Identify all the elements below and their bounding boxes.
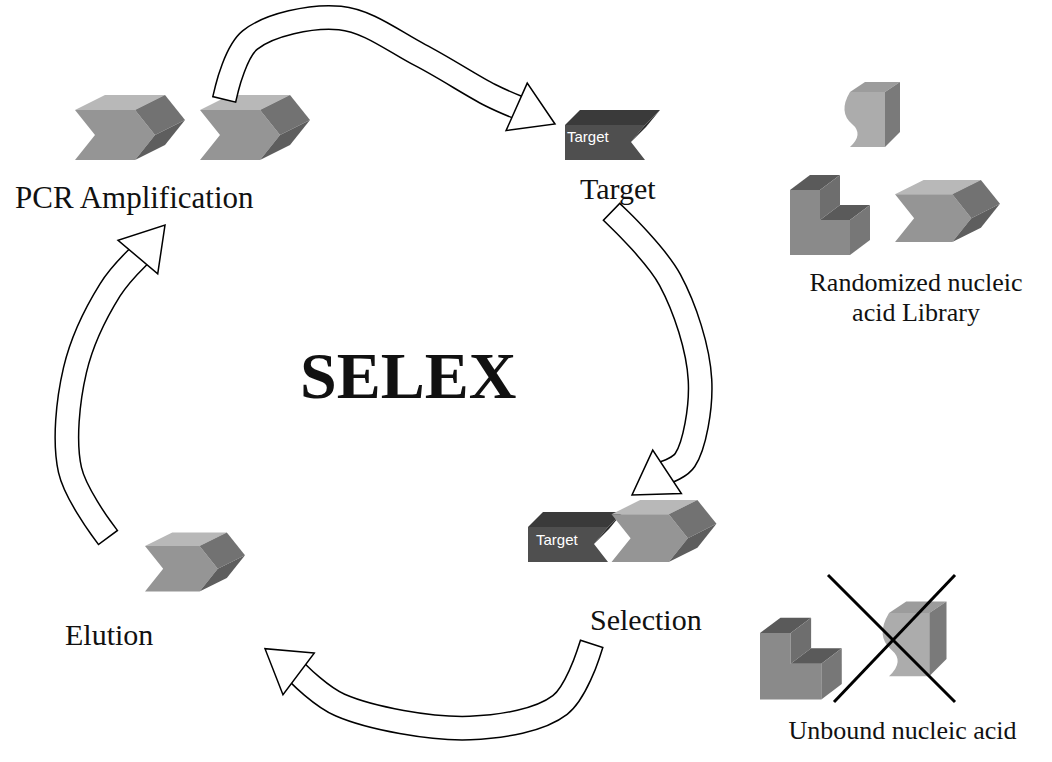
aptamer-shape [75,95,185,160]
aptamer-shape [612,500,717,562]
hollow-arrow [620,220,700,495]
arrow-head [118,225,165,274]
cross-mark [828,575,955,702]
hollow-arrow [265,649,588,728]
caption-label: Randomized nucleic acid Library [788,268,1044,328]
arrow-head [506,83,555,130]
library-shape [844,82,900,147]
arrow-body [620,220,700,472]
arrow-head [265,649,314,695]
hollow-arrow [227,18,555,131]
arrow-body [227,18,517,107]
library-shape [790,175,870,255]
arrow-outline [299,655,588,728]
aptamer-shape [200,95,310,160]
arrow-outline [67,257,138,528]
target-shape [565,110,660,160]
stage-node: TargetTarget [555,100,685,220]
caption-label: Unbound nucleic acid [760,716,1045,746]
stage-label: PCR Amplification [15,180,254,216]
stage-node: TargetSelection [522,495,742,655]
unbound-shape [760,618,842,700]
stage-node: Elution [60,528,265,670]
stage-node: PCR Amplification [10,88,320,225]
arrow-body [299,655,588,728]
target-shape [528,512,623,562]
arrow-head [632,450,681,495]
stage-label: Selection [590,603,702,638]
arrow-outline [620,220,700,472]
diagram-title: SELEX [300,338,516,414]
arrow-body [67,257,138,528]
cross-mark [834,575,955,702]
shape-label: Target [567,128,609,145]
hollow-arrow [67,225,165,528]
arrow-outline [227,18,517,107]
aptamer-shape [145,532,245,591]
stage-label: Elution [65,618,153,653]
shape-label: Target [536,531,578,548]
library-shape [895,180,1000,242]
stage-label: Target [580,172,656,207]
